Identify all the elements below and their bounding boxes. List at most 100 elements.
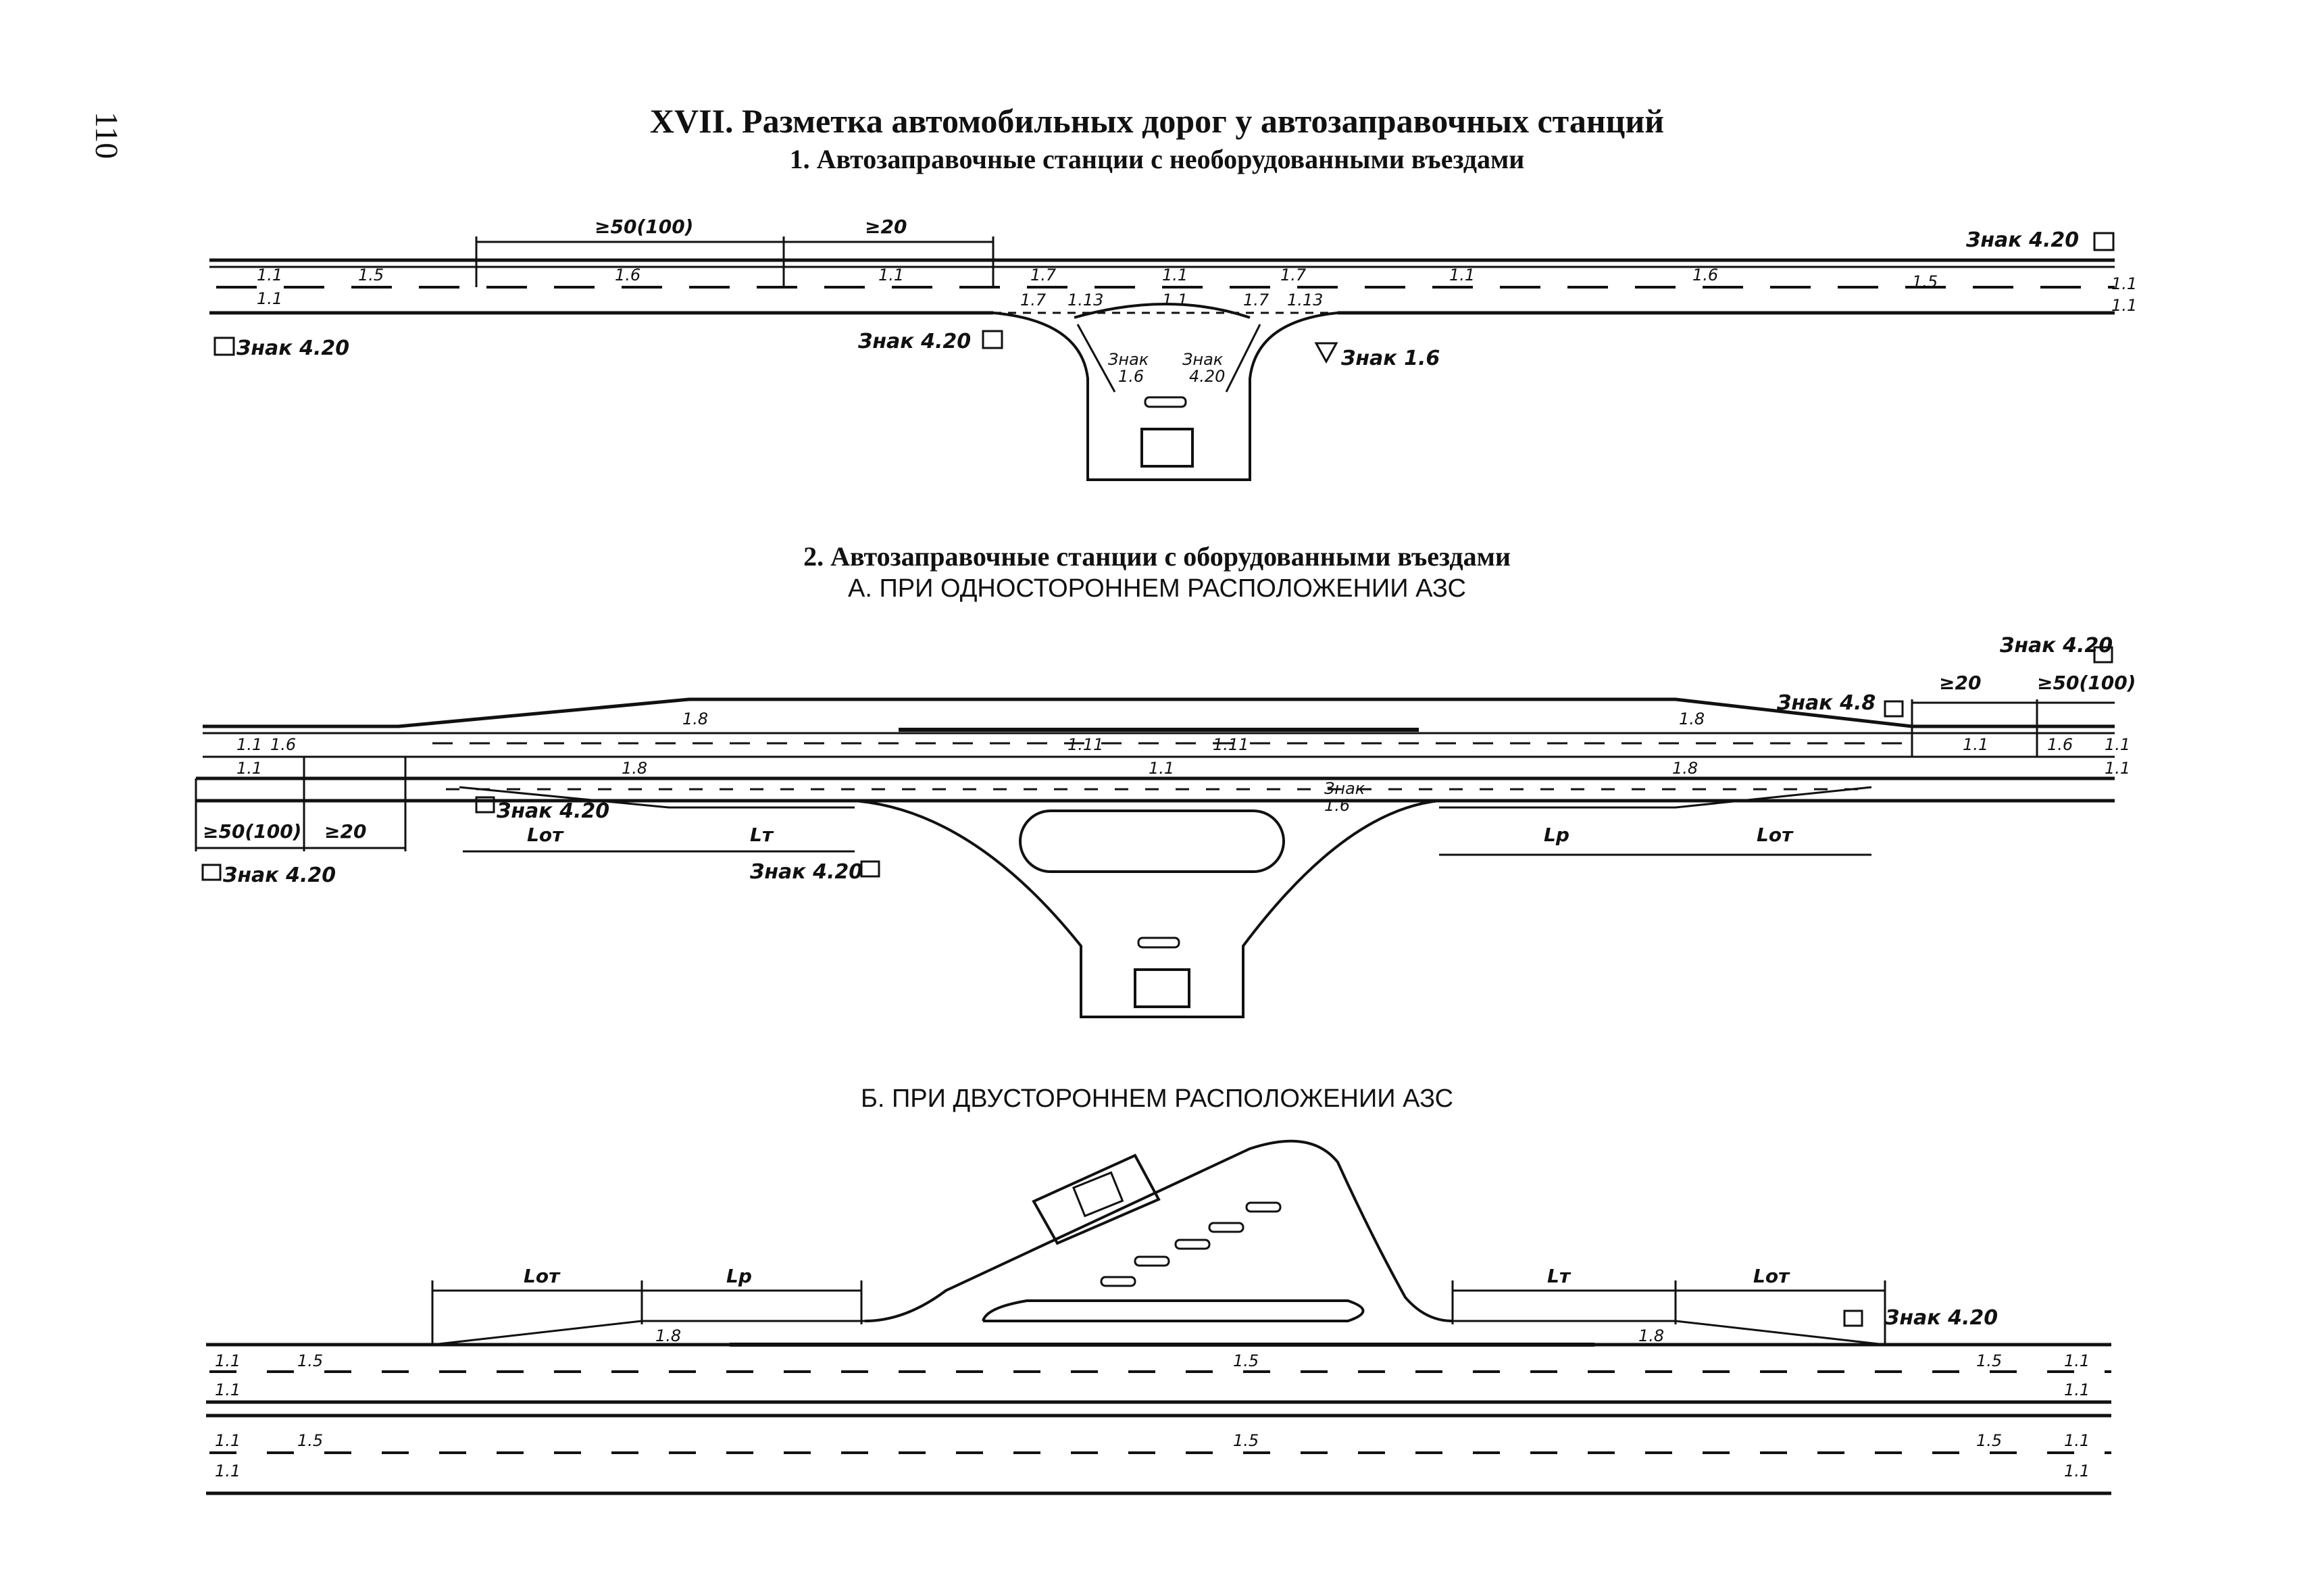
p1-m16: 1.6 (615, 266, 640, 284)
station-outline (992, 311, 1338, 481)
p1-sign-420-left: Знак 4.20 (236, 336, 349, 360)
p1-sign16-b: 1.6 (1118, 367, 1144, 386)
p1-dim-20: ≥20 (865, 216, 907, 238)
p1-m17c: 1.7 (1020, 291, 1047, 309)
p2b-m11c: 1.1 (2064, 1351, 2090, 1370)
p2b-L-r: Lр (726, 1265, 752, 1287)
p1-m16b: 1.6 (1692, 266, 1718, 284)
p2a-m18d: 1.8 (1672, 759, 1698, 778)
sign-420-icon (2093, 646, 2113, 664)
p1-m11e: 1.1 (1449, 266, 1475, 284)
p2a-dim-20b: ≥20 (1939, 672, 1981, 694)
p2b-L-t: Lт (1547, 1265, 1571, 1287)
part2-subtitle-b: Б. ПРИ ДВУСТОРОННЕМ РАСПОЛОЖЕНИИ АЗС (860, 1084, 1454, 1113)
p1-sign-16: Знак 1.6 (1340, 347, 1440, 370)
p1-sign420-b: 4.20 (1189, 367, 1225, 386)
p2b-m11f: 1.1 (215, 1462, 241, 1480)
p2a-sign-420-a: Знак 4.20 (496, 799, 609, 823)
sign-420-icon (860, 860, 880, 878)
p2b-m15d: 1.5 (297, 1431, 323, 1450)
p2b-m18: 1.8 (655, 1326, 681, 1345)
p2b-m15e: 1.5 (1233, 1431, 1259, 1450)
car-icon (1174, 1239, 1211, 1250)
station-building (1032, 1153, 1161, 1245)
car-icon (1134, 1255, 1170, 1267)
p2a-m16b: 1.6 (2047, 735, 2073, 754)
p1-m113: 1.13 (1067, 291, 1103, 309)
island-outline (1019, 809, 1285, 873)
p2a-sign-420-top: Знак 4.20 (1999, 634, 2113, 657)
sign-420-icon (1843, 1310, 1863, 1327)
sign-420-icon (201, 864, 222, 881)
p2b-m15b: 1.5 (1233, 1351, 1259, 1370)
p2b-m15c: 1.5 (1976, 1351, 2002, 1370)
p2a-m11f: 1.1 (2105, 759, 2130, 778)
island-outline (982, 1299, 1365, 1322)
p2a-sign-48: Знак 4.8 (1776, 691, 1876, 715)
p2b-m18b: 1.8 (1638, 1326, 1664, 1345)
diagram-part2a: 1.8 1.11 1.11 1.8 1.1 1.6 1.1 1.8 1.1 1.… (195, 634, 2136, 1018)
sign-420-icon (213, 336, 235, 356)
p2a-m11: 1.1 (236, 735, 262, 754)
p1-sign420-a: Знак (1182, 350, 1224, 369)
p2b-sign-420: Знак 4.20 (1884, 1306, 1998, 1330)
station-building (1134, 968, 1190, 1008)
car-icon (1137, 937, 1180, 949)
p1-sign-420-mid: Знак 4.20 (857, 330, 971, 353)
p1-m15b: 1.5 (1912, 272, 1938, 291)
p1-m11f: 1.1 (2111, 274, 2137, 293)
sign-48-icon (1884, 700, 1904, 718)
triangle-sign-icon (1314, 342, 1338, 364)
car-icon (1208, 1222, 1244, 1233)
p1-dim-50: ≥50(100) (595, 216, 693, 238)
p1-m113b: 1.13 (1287, 291, 1323, 309)
p2b-m11e: 1.1 (215, 1431, 241, 1450)
part2-subtitle-a: А. ПРИ ОДНОСТОРОННЕМ РАСПОЛОЖЕНИИ АЗС (847, 574, 1466, 603)
p2a-L-t: Lт (750, 824, 774, 846)
p2b-m11b: 1.1 (215, 1380, 241, 1399)
p1-m17b: 1.7 (1280, 266, 1307, 284)
car-icon (1100, 1276, 1136, 1287)
sign-420-icon (982, 330, 1003, 349)
car-icon (1144, 396, 1187, 408)
p2a-m16: 1.6 (270, 735, 296, 754)
p2a-sign16-b: 1.6 (1324, 796, 1350, 815)
p2a-m18c: 1.8 (622, 759, 647, 778)
p1-sign16-a: Знак (1108, 350, 1149, 369)
diagram-part2b: Lот Lр Lт Lот 1.8 1.8 1.1 1.5 1.1 1.5 1.… (206, 1139, 2111, 1495)
p2a-m111: 1.11 (1067, 735, 1103, 754)
p1-m17d: 1.7 (1243, 291, 1269, 309)
p1-sign-420-top: Знак 4.20 (1965, 228, 2079, 252)
island-outline (1074, 303, 1251, 319)
p1-m15: 1.5 (358, 266, 384, 284)
p2b-m15: 1.5 (297, 1351, 323, 1370)
p1-m11h: 1.1 (1162, 291, 1188, 309)
p2a-m11e: 1.1 (2105, 735, 2130, 754)
p2a-m18b: 1.8 (1679, 709, 1705, 728)
p2b-L-ot: Lот (524, 1265, 561, 1287)
station-outline (864, 1139, 1453, 1322)
part1-title: 1. Автозаправочные станции с необорудова… (789, 144, 1525, 174)
p2a-sign-420-c: Знак 4.20 (749, 860, 863, 884)
p2b-m11g: 1.1 (2064, 1431, 2090, 1450)
p1-m11g: 1.1 (2111, 296, 2137, 315)
p2a-m11b: 1.1 (236, 759, 262, 778)
p1-m11c: 1.1 (878, 266, 904, 284)
station-building (1140, 428, 1194, 468)
p2b-m15f: 1.5 (1976, 1431, 2002, 1450)
p2a-sign-420-b: Знак 4.20 (222, 864, 336, 887)
p2a-sign16-a: Знак (1324, 779, 1365, 798)
p2a-L-ot-b: Lот (1757, 824, 1794, 846)
p2a-dim-50b: ≥50(100) (2037, 672, 2136, 694)
p1-m11d: 1.1 (1162, 266, 1188, 284)
road-edge-top (203, 697, 2115, 728)
p2a-m18: 1.8 (682, 709, 708, 728)
p2b-m11d: 1.1 (2064, 1380, 2090, 1399)
p1-m11: 1.1 (257, 266, 282, 284)
sign-420-icon (2093, 232, 2115, 251)
p2b-m11h: 1.1 (2064, 1462, 2090, 1480)
p2a-m111b: 1.11 (1213, 735, 1249, 754)
section-title: XVII. Разметка автомобильных дорог у авт… (649, 102, 1665, 140)
p1-m17: 1.7 (1030, 266, 1057, 284)
